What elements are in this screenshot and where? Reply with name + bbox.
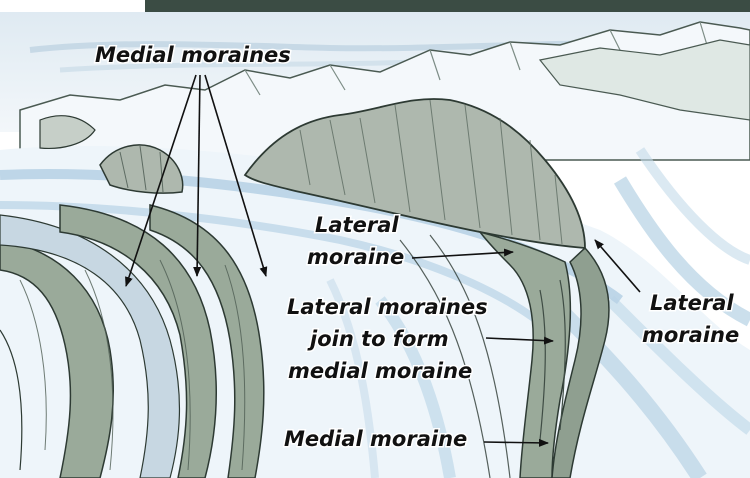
arrow-to-medial-moraine-bottom xyxy=(484,442,548,443)
lateral-moraine-center-line1: Lateral xyxy=(315,213,399,237)
join-label-line2: join to form xyxy=(307,327,449,351)
lateral-moraine-center-line2: moraine xyxy=(307,245,404,269)
lateral-moraine-right-line2: moraine xyxy=(642,323,739,347)
medial-moraine-bottom-label: Medial moraine xyxy=(284,427,467,451)
join-label-line1: Lateral moraines xyxy=(287,295,488,319)
lateral-moraine-right-line1: Lateral xyxy=(650,291,734,315)
join-label-line3: medial moraine xyxy=(288,359,472,383)
medial-moraines-label: Medial moraines xyxy=(95,43,291,67)
